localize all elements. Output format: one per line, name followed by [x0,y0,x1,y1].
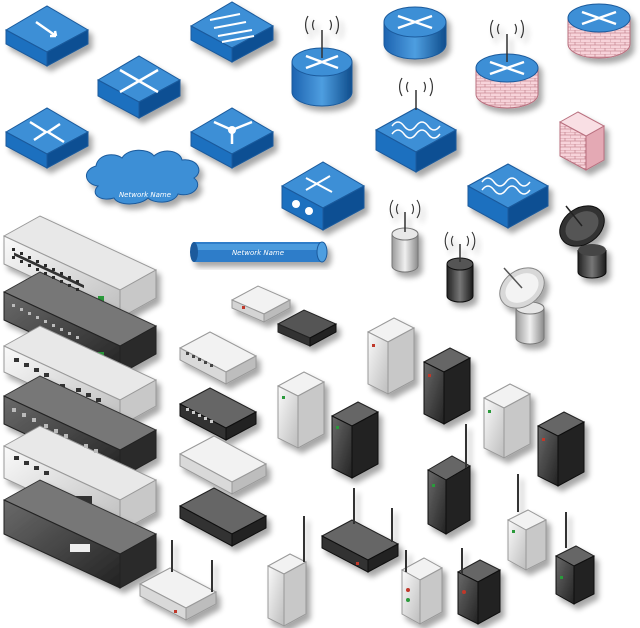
wifi-access-point-icon [506,474,548,571]
rack-port-rows [12,248,79,291]
wireless-access-point-icon [389,199,421,273]
server-tower-icon [276,371,326,449]
wireless-access-point-icon [398,77,434,110]
rack-port-rows-dark [12,304,98,453]
wireless-router-icon [291,15,353,107]
multilayer-switch-icon [374,107,458,173]
satellite-dish-icon [499,267,545,345]
cloud-label: Network Name [119,191,171,199]
wifi-access-point-icon [554,512,596,605]
cloud-icon: Network Name [86,149,200,205]
rack-switch-icon [2,479,158,589]
pipe-network-icon: Network Name [190,241,328,263]
desktop-switch-icon [178,487,268,547]
pipe-label: Network Name [232,249,284,257]
satellite-dish-icon [559,205,607,279]
hub-icon [280,161,366,231]
switch-icon [4,5,90,67]
rack-port-rows-light [14,358,101,475]
desktop-switch-icon [178,435,268,495]
firewall-router-icon [567,3,631,59]
server-tower-icon [366,317,416,395]
router-icon [383,6,447,60]
server-tower-icon [482,383,532,459]
wireless-access-point-icon [444,231,476,303]
desktop-switch-icon [178,387,258,441]
wireless-firewall-router-icon [475,19,539,109]
server-tower-icon [536,411,586,487]
wifi-router-icon [320,488,400,573]
server-tower-icon [330,401,380,479]
wifi-access-point-tower-icon [266,516,308,627]
modem-icon [230,285,292,323]
modem-icon [276,309,338,347]
layer3-switch-icon [189,107,275,169]
multilayer-switch-icon [466,163,550,229]
atm-switch-icon [96,55,182,119]
server-tower-icon [426,424,472,535]
desktop-switch-icon [178,331,258,385]
server-tower-icon [422,347,472,425]
wifi-router-icon [138,540,218,621]
wifi-access-point-tower-icon [400,550,444,625]
wifi-access-point-tower-icon [456,548,502,625]
multilayer-switch-icon [189,1,275,63]
isdn-switch-icon [4,107,90,169]
firewall-icon [558,111,606,171]
